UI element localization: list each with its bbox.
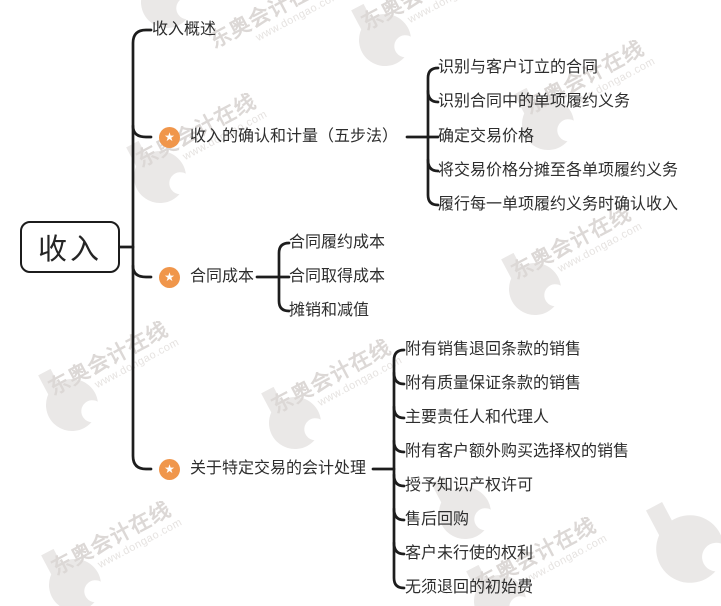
star-icon: ★ [159, 459, 180, 480]
branch-node-label: 合同成本 [190, 268, 255, 285]
branch4-child-trunk-line [392, 348, 406, 590]
star-icon: ★ [159, 267, 180, 288]
branch4-child5-hook-line [392, 473, 406, 488]
child-node-label: 将交易价格分摊至各单项履约义务 [438, 162, 679, 179]
branch4-child6-hook-line [392, 507, 406, 522]
child-node-label: 附有质量保证条款的销售 [405, 375, 582, 392]
child-node-label: 附有销售退回条款的销售 [405, 341, 582, 358]
branch3-hook-line [131, 264, 153, 279]
child-node-label: 识别合同中的单项履约义务 [438, 93, 631, 110]
branch-node-label: 收入概述 [152, 21, 217, 38]
star-icon: ★ [159, 127, 180, 148]
branch4-child4-hook-line [392, 439, 406, 454]
branch-node-label: 收入的确认和计量（五步法） [190, 128, 399, 145]
child-node-label: 售后回购 [405, 511, 470, 528]
branch2-child2-hook-line [426, 89, 440, 104]
branch2-child4-hook-line [426, 158, 440, 173]
main-trunk-line [131, 28, 153, 471]
branch4-child3-hook-line [392, 405, 406, 420]
branch2-child-trunk-line [426, 66, 440, 207]
child-node-label: 摊销和减值 [289, 302, 370, 319]
branch4-child7-hook-line [392, 541, 406, 556]
child-node-label: 授予知识产权许可 [405, 477, 534, 494]
branch3-child-trunk-line [277, 241, 291, 313]
child-node-label: 识别与客户订立的合同 [438, 59, 599, 76]
child-node-label: 无须退回的初始费 [405, 579, 534, 596]
child-node-label: 客户未行使的权利 [405, 545, 534, 562]
child-node-label: 履行每一单项履约义务时确认收入 [438, 196, 679, 213]
root-node: 收入 [20, 221, 120, 273]
child-node-label: 确定交易价格 [438, 128, 535, 145]
branch2-hook-line [131, 124, 153, 139]
branch-node-label: 关于特定交易的会计处理 [190, 460, 367, 477]
child-node-label: 合同取得成本 [289, 268, 386, 285]
child-node-label: 合同履约成本 [289, 234, 386, 251]
branch4-child2-hook-line [392, 371, 406, 386]
child-node-label: 附有客户额外购买选择权的销售 [405, 443, 630, 460]
child-node-label: 主要责任人和代理人 [405, 409, 550, 426]
